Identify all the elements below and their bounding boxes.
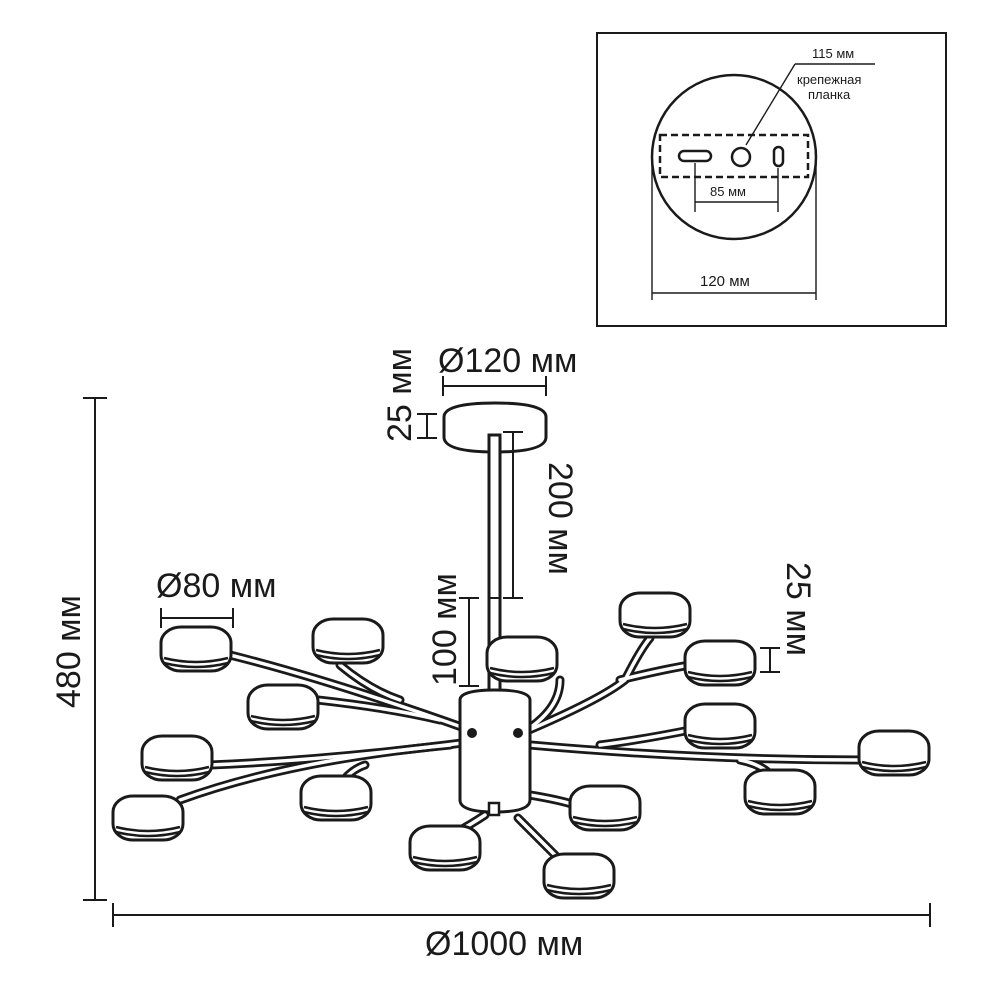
body-height-dimension: 100 мм [426,573,479,687]
bracket-label-line1: крепежная [797,72,861,87]
chandelier-arms [175,633,865,870]
chandelier-side-view: 480 мм Ø1000 мм Ø120 мм 25 мм [50,342,931,963]
hole-spacing-label: 85 мм [710,184,746,199]
body-height-label: 100 мм [426,573,464,686]
bracket-slot-left [677,149,713,163]
bracket-slot-right [772,145,785,168]
central-body [458,688,532,817]
mounting-bracket-outline [658,133,810,179]
shade-height-dimension: 25 мм [760,562,817,673]
shade-diameter-label: Ø80 мм [156,567,276,605]
inset-frame [596,32,947,327]
mount-hole-label: 115 мм [812,46,854,61]
mounting-plate-inset: 115 мм крепежная планка 85 мм 120 мм [596,32,947,327]
total-height-dimension: 480 мм [50,397,107,901]
shade [857,729,931,777]
shade [618,591,692,639]
canopy-height-label: 25 мм [381,348,419,442]
total-diameter-label: Ø1000 мм [425,925,583,963]
shade [485,635,559,683]
total-diameter-dimension: Ø1000 мм [112,903,931,963]
canopy-height-dimension: 25 мм [381,348,437,442]
shade [683,639,757,687]
shade [159,625,233,673]
shade [299,774,373,822]
bracket-label-line2: планка [808,87,851,102]
shade [408,824,482,872]
canopy-diameter-dimension: Ø120 мм [438,342,577,396]
shade [568,784,642,832]
shade [743,768,817,816]
rod-length-label: 200 мм [541,462,579,575]
shade-height-label: 25 мм [779,562,817,656]
shade [542,852,616,900]
canopy-diameter-label: Ø120 мм [438,342,577,380]
plate-diameter-label: 120 мм [700,273,750,290]
shade [311,617,385,665]
shade [111,794,185,842]
shade [683,702,757,750]
bracket-center-hole [730,146,752,168]
canopy-plate-circle [650,73,818,241]
shade-diameter-dimension: Ø80 мм [156,567,276,628]
ceiling-canopy [442,401,548,454]
shade [246,683,320,731]
rod-length-dimension: 200 мм [503,431,579,599]
shade [140,734,214,782]
total-height-label: 480 мм [50,595,88,708]
